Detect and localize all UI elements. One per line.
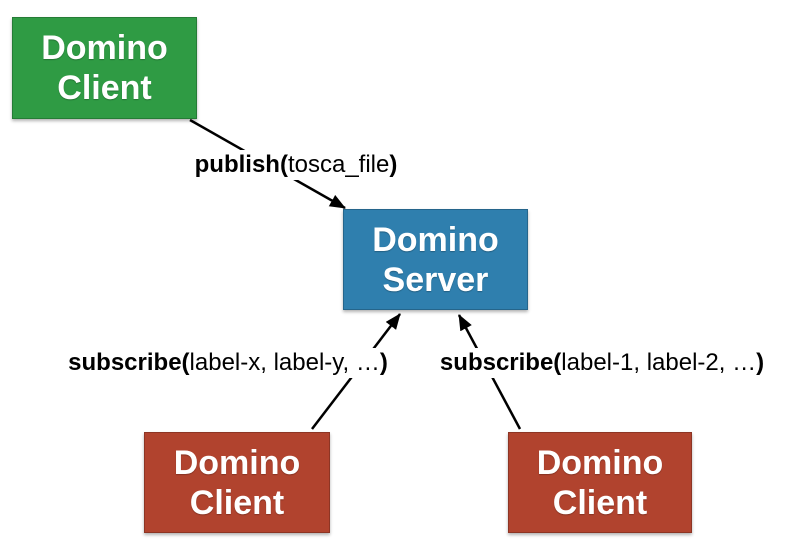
subscribe-right-label-close-paren: ) bbox=[756, 349, 765, 376]
node-domino-server-label: Domino Server bbox=[372, 220, 499, 300]
subscribe-left-label-close-paren: ) bbox=[379, 349, 388, 376]
subscribe-right-label-function: subscribe( bbox=[439, 349, 562, 376]
node-label-line1: Domino bbox=[372, 220, 499, 259]
node-label-line2: Server bbox=[382, 260, 489, 299]
node-label-line2: Client bbox=[189, 483, 285, 522]
publish-label-function: publish( bbox=[194, 151, 288, 178]
subscribe-right-label-args: label-1, label-2, … bbox=[561, 349, 757, 376]
node-domino-client-top-label: Domino Client bbox=[41, 28, 168, 108]
node-domino-client-top: Domino Client bbox=[12, 17, 197, 119]
node-domino-client-bottom-left-label: Domino Client bbox=[174, 443, 301, 523]
node-domino-client-bottom-left: Domino Client bbox=[144, 432, 330, 533]
subscribe-left-label: subscribe(label-x, label-y, …) bbox=[66, 348, 390, 378]
subscribe-left-label-function: subscribe( bbox=[68, 349, 190, 376]
node-domino-client-bottom-right-label: Domino Client bbox=[537, 443, 664, 523]
node-domino-server: Domino Server bbox=[343, 209, 528, 310]
node-label-line1: Domino bbox=[41, 29, 168, 67]
subscribe-right-label: subscribe(label-1, label-2, …) bbox=[437, 348, 767, 378]
node-label-line2: Client bbox=[552, 483, 648, 522]
node-label-line2: Client bbox=[57, 69, 152, 107]
publish-label-args: tosca_file bbox=[287, 151, 390, 178]
publish-label-close-paren: ) bbox=[389, 151, 398, 178]
publish-label: publish(tosca_file) bbox=[192, 150, 400, 180]
subscribe-left-label-args: label-x, label-y, … bbox=[189, 349, 380, 376]
node-domino-client-bottom-right: Domino Client bbox=[508, 432, 692, 533]
node-label-line1: Domino bbox=[536, 443, 664, 482]
node-label-line1: Domino bbox=[173, 443, 301, 482]
